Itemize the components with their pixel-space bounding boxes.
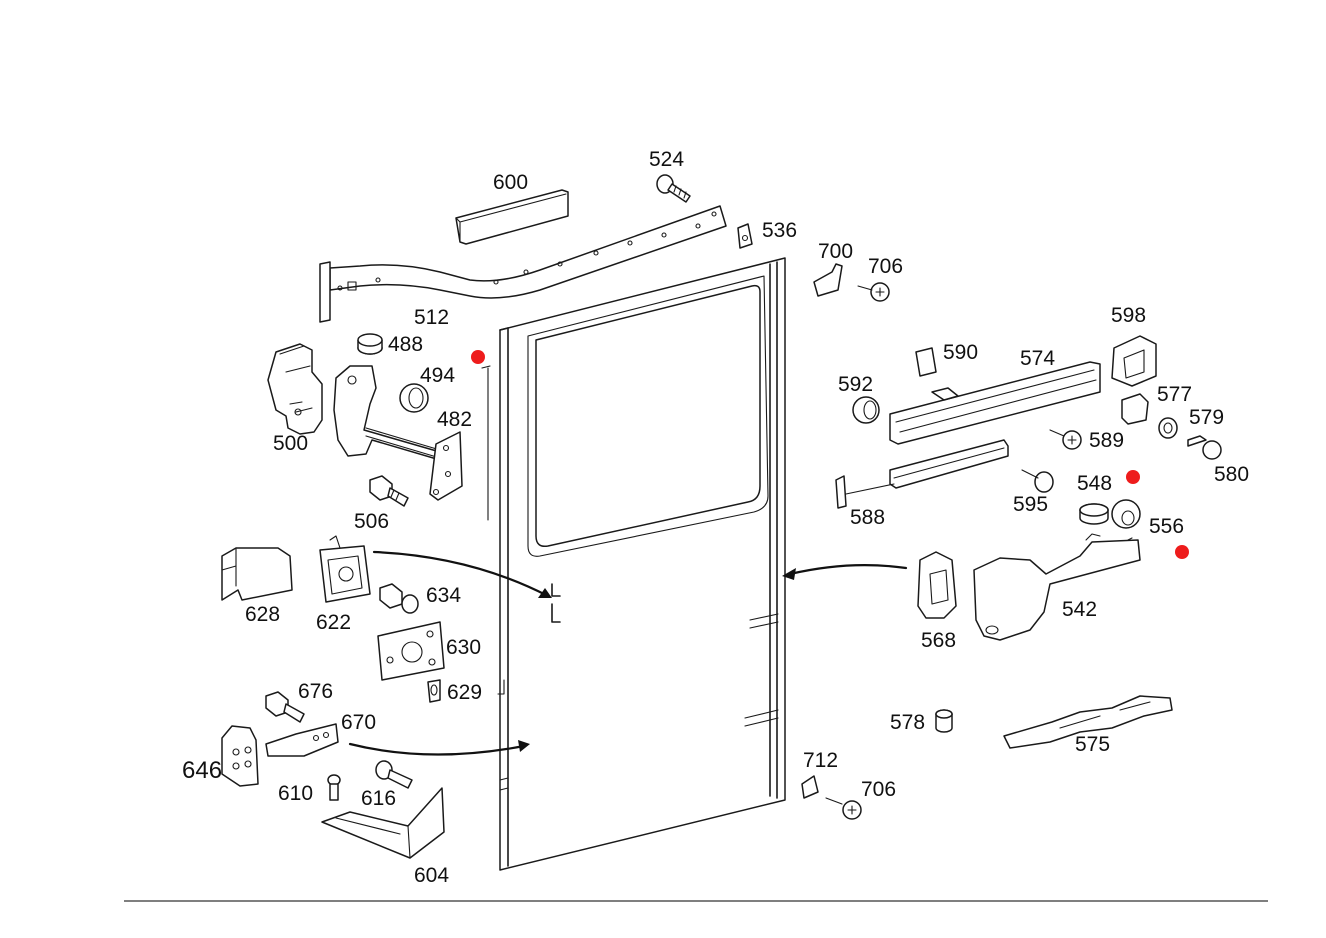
label-500: 500 bbox=[273, 432, 308, 455]
label-579: 579 bbox=[1189, 406, 1224, 429]
label-706-lower: 706 bbox=[861, 778, 896, 801]
part-536-clip bbox=[737, 223, 753, 249]
label-568: 568 bbox=[921, 629, 956, 652]
label-577: 577 bbox=[1157, 383, 1192, 406]
part-577-block bbox=[1121, 393, 1149, 425]
part-706-screw-upper bbox=[857, 282, 890, 302]
part-592-roller bbox=[852, 396, 880, 424]
label-706-upper: 706 bbox=[868, 255, 903, 278]
part-700-bracket bbox=[813, 263, 843, 297]
part-600-channel bbox=[455, 189, 569, 245]
part-580-bolt bbox=[1187, 435, 1222, 460]
part-628-lock-housing bbox=[221, 547, 293, 601]
part-676-bolt bbox=[265, 691, 305, 723]
label-506: 506 bbox=[354, 510, 389, 533]
label-536: 536 bbox=[762, 219, 797, 242]
label-556: 556 bbox=[1149, 515, 1184, 538]
part-548-buffer bbox=[1079, 503, 1109, 525]
label-524: 524 bbox=[649, 148, 684, 171]
marker-dot-548 bbox=[1126, 470, 1140, 484]
label-628: 628 bbox=[245, 603, 280, 626]
part-488-bushing bbox=[357, 333, 383, 355]
label-488: 488 bbox=[388, 333, 423, 356]
label-629: 629 bbox=[447, 681, 482, 704]
label-580: 580 bbox=[1214, 463, 1249, 486]
label-588: 588 bbox=[850, 506, 885, 529]
label-542: 542 bbox=[1062, 598, 1097, 621]
part-598-guide bbox=[1111, 335, 1157, 387]
part-604-bracket bbox=[321, 787, 445, 859]
label-590: 590 bbox=[943, 341, 978, 364]
label-616: 616 bbox=[361, 787, 396, 810]
arrow-hinge-to-door bbox=[348, 742, 526, 756]
arrow-lock-to-door bbox=[372, 550, 550, 598]
part-706-screw-lower bbox=[825, 797, 862, 820]
part-575-lever bbox=[1003, 695, 1173, 749]
label-595: 595 bbox=[1013, 493, 1048, 516]
label-676: 676 bbox=[298, 680, 333, 703]
label-548: 548 bbox=[1077, 472, 1112, 495]
part-712-clip bbox=[801, 775, 819, 799]
label-482: 482 bbox=[437, 408, 472, 431]
part-588-seal bbox=[835, 439, 1009, 509]
part-578-cap bbox=[935, 709, 953, 733]
part-646-plate bbox=[221, 725, 259, 787]
label-604: 604 bbox=[414, 864, 449, 887]
label-600: 600 bbox=[493, 171, 528, 194]
part-622-lock bbox=[319, 535, 371, 603]
part-590-bracket bbox=[915, 347, 937, 377]
label-712: 712 bbox=[803, 749, 838, 772]
part-629-clip bbox=[427, 679, 441, 703]
door-seam-line bbox=[481, 365, 491, 521]
part-568-handle-cover bbox=[917, 551, 957, 619]
label-578: 578 bbox=[890, 711, 925, 734]
marker-dot-556 bbox=[1175, 545, 1189, 559]
part-556-stop bbox=[1111, 499, 1141, 529]
label-575: 575 bbox=[1075, 733, 1110, 756]
label-610: 610 bbox=[278, 782, 313, 805]
part-512-top-rail bbox=[319, 205, 727, 323]
part-595-screw bbox=[1021, 469, 1054, 493]
label-630: 630 bbox=[446, 636, 481, 659]
part-494-roller bbox=[399, 383, 429, 413]
label-512: 512 bbox=[414, 306, 449, 329]
part-670-bracket bbox=[265, 723, 339, 757]
part-574-rail bbox=[889, 361, 1101, 445]
part-500-hinge bbox=[267, 343, 323, 435]
label-598: 598 bbox=[1111, 304, 1146, 327]
part-616-bolt bbox=[375, 760, 413, 789]
label-494: 494 bbox=[420, 364, 455, 387]
door-window bbox=[527, 275, 769, 557]
part-589-screw bbox=[1049, 429, 1082, 450]
label-634: 634 bbox=[426, 584, 461, 607]
marker-dot-left bbox=[471, 350, 485, 364]
label-670: 670 bbox=[341, 711, 376, 734]
label-589: 589 bbox=[1089, 429, 1124, 452]
part-524-bolt bbox=[656, 174, 691, 203]
part-482-hinge-arm bbox=[333, 365, 463, 501]
part-506-bolt bbox=[369, 475, 409, 507]
part-579-washer bbox=[1158, 417, 1178, 439]
arrow-handle-to-door bbox=[788, 563, 908, 576]
part-630-plate bbox=[377, 621, 445, 681]
label-574: 574 bbox=[1020, 347, 1055, 370]
label-700: 700 bbox=[818, 240, 853, 263]
part-542-handle bbox=[973, 533, 1141, 641]
label-646: 646 bbox=[182, 757, 222, 784]
label-622: 622 bbox=[316, 611, 351, 634]
part-610-stud bbox=[327, 774, 341, 801]
part-634-bolt bbox=[379, 583, 419, 614]
label-592: 592 bbox=[838, 373, 873, 396]
